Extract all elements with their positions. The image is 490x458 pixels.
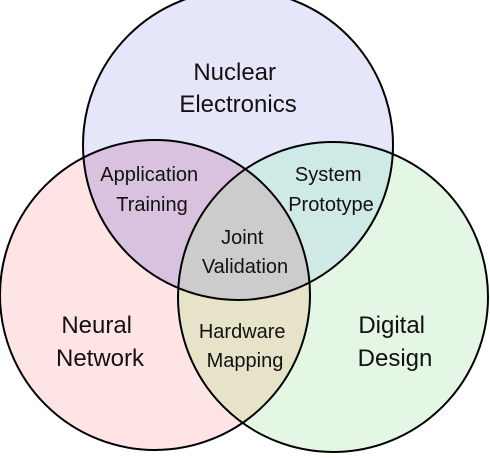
nuclear-electronics-outline xyxy=(82,0,394,301)
neural-network-line1: Neural xyxy=(61,312,132,339)
joint-validation-line2: Validation xyxy=(202,256,288,278)
nuclear-electronics-label: Nuclear Electronics xyxy=(179,59,296,118)
application-training-line1: Application xyxy=(100,164,198,186)
hardware-mapping-line1: Hardware xyxy=(199,321,286,343)
neural-network-line2: Network xyxy=(56,345,145,372)
neural-network-outline xyxy=(0,139,311,451)
system-prototype-label: System Prototype xyxy=(288,164,374,216)
digital-design-outline xyxy=(177,141,489,453)
joint-validation-region xyxy=(178,142,310,300)
system-prototype-line2: Prototype xyxy=(288,194,374,216)
joint-validation-line1: Joint xyxy=(221,227,264,249)
digital-design-label: Digital Design xyxy=(358,312,433,372)
nuclear-electronics-line1: Nuclear xyxy=(193,59,276,86)
nuclear-electronics-line2: Electronics xyxy=(179,91,296,118)
application-training-line2: Training xyxy=(116,194,188,216)
joint-validation-label: Joint Validation xyxy=(202,227,288,278)
system-prototype-line1: System xyxy=(295,164,362,186)
digital-design-line1: Digital xyxy=(358,312,425,339)
application-training-label: Application Training xyxy=(100,164,203,216)
neural-network-label: Neural Network xyxy=(56,312,145,372)
hardware-mapping-label: Hardware Mapping xyxy=(199,321,291,372)
digital-design-line2: Design xyxy=(358,345,433,372)
hardware-mapping-line2: Mapping xyxy=(207,350,284,372)
